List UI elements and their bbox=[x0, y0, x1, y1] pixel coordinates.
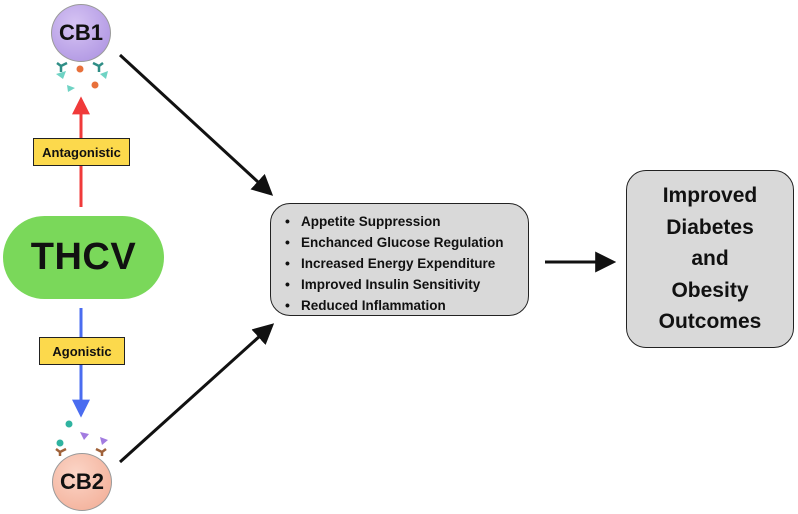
effect-item: Appetite Suppression bbox=[285, 211, 528, 232]
cb1-receptor: CB1 bbox=[51, 4, 111, 62]
cb2-label: CB2 bbox=[59, 469, 104, 494]
thcv-label: THCV bbox=[30, 236, 137, 278]
effect-item: Increased Energy Expenditure bbox=[285, 253, 528, 274]
antagonistic-tag: Antagonistic bbox=[33, 138, 130, 166]
agonistic-label: Agonistic bbox=[52, 343, 112, 359]
cb1-ligand-orange-icon bbox=[76, 65, 84, 73]
antagonistic-label: Antagonistic bbox=[42, 144, 121, 160]
thcv-node: THCV bbox=[3, 216, 164, 299]
cb1-receptor-left-icon bbox=[56, 61, 68, 72]
agonistic-tag: Agonistic bbox=[39, 337, 125, 365]
cb2-ligand-purple-icon bbox=[80, 432, 89, 440]
cb1-label: CB1 bbox=[58, 20, 103, 45]
effects-box: Appetite Suppression Enchanced Glucose R… bbox=[270, 203, 529, 316]
cb2-ligand-teal-icon bbox=[65, 420, 73, 428]
cb2-receptor: CB2 bbox=[52, 453, 112, 511]
cb1-receptor-right-icon bbox=[92, 61, 104, 72]
cb1-ligand-cluster bbox=[56, 61, 108, 92]
outcome-box: Improved Diabetes and Obesity Outcomes bbox=[626, 170, 794, 348]
cb1-ligand-teal-icon bbox=[100, 71, 108, 79]
effects-list: Appetite Suppression Enchanced Glucose R… bbox=[285, 211, 528, 316]
effect-item: Reduced Inflammation bbox=[285, 295, 528, 316]
cb2-ligand-purple-icon bbox=[100, 437, 108, 445]
effect-item: Improved Insulin Sensitivity bbox=[285, 274, 528, 295]
cb2-receptor-right-icon bbox=[95, 447, 107, 456]
cb1-ligand-teal-icon bbox=[56, 71, 66, 79]
cb2-ligand-cluster bbox=[55, 420, 108, 456]
effect-item: Enchanced Glucose Regulation bbox=[285, 232, 528, 253]
cb2-ligand-teal-icon bbox=[56, 439, 64, 447]
cb1-to-effects-arrow bbox=[118, 53, 274, 196]
cb1-ligand-orange-icon bbox=[91, 81, 99, 89]
cb2-receptor-left-icon bbox=[55, 447, 67, 456]
cb1-ligand-teal-icon bbox=[67, 85, 75, 92]
outcome-label: Improved Diabetes and Obesity Outcomes bbox=[658, 184, 762, 334]
cb2-to-effects-arrow bbox=[118, 323, 275, 464]
